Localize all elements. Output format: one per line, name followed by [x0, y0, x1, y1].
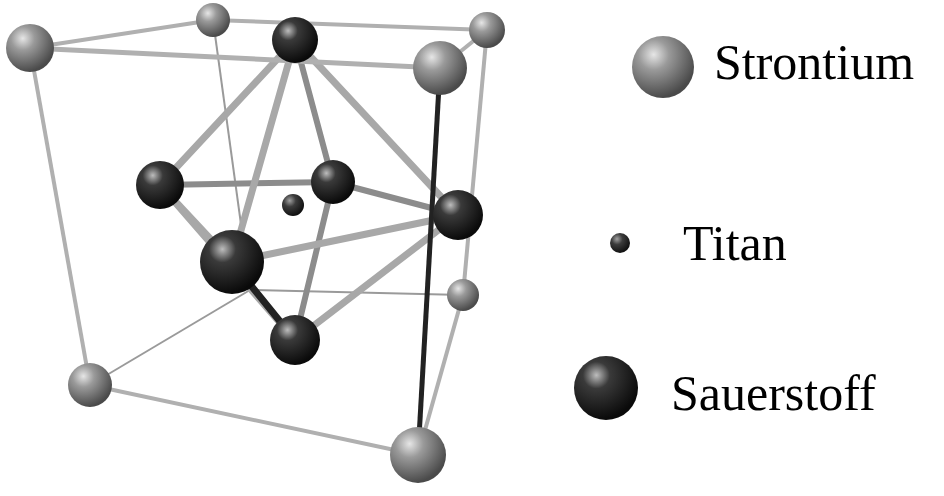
- cube-back-edges: [90, 20, 463, 385]
- legend-label: Strontium: [714, 33, 914, 91]
- legend-sample-oxygen: [574, 356, 638, 420]
- oxygen-atoms: [136, 17, 483, 365]
- legend-label: Sauerstoff: [671, 364, 876, 422]
- cube-front-edges: [30, 48, 440, 455]
- cube-edges: [30, 20, 487, 455]
- titanium-atom: [282, 194, 304, 216]
- legend-sample-strontium: [632, 36, 694, 98]
- oxygen-atom: [311, 160, 355, 204]
- legend-label: Titan: [683, 214, 787, 272]
- legend-sample-titanium: [610, 233, 630, 253]
- octahedron-front-edges: [160, 40, 458, 340]
- strontium-atoms: [6, 3, 505, 483]
- octahedron-back-edges: [160, 40, 458, 340]
